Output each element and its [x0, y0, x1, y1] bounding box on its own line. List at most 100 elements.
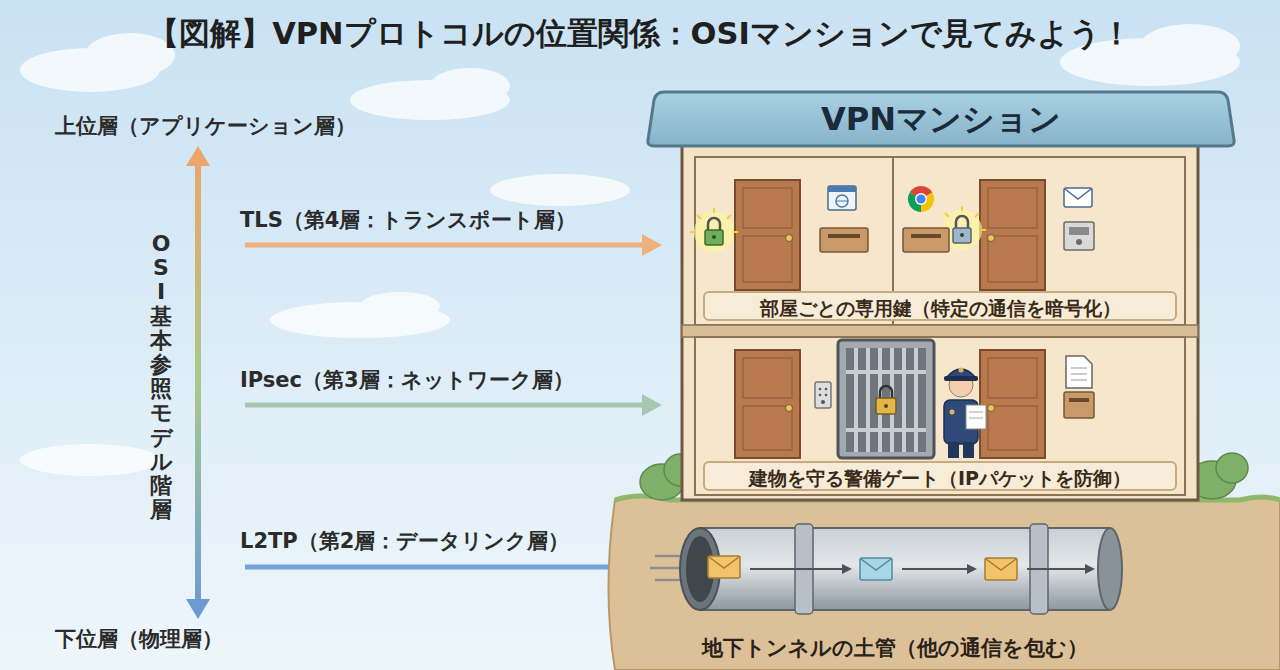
flow-arrow: [750, 564, 1095, 574]
door: [988, 406, 1037, 450]
intercom: [825, 388, 828, 391]
mailbox: [1064, 222, 1094, 250]
door: [980, 180, 1045, 290]
cloud: [1140, 24, 1240, 68]
door: [735, 350, 800, 458]
security-gate: [846, 428, 926, 432]
mailbox: [820, 228, 868, 252]
browser-icon: [836, 195, 848, 207]
mailbox: [1064, 392, 1094, 418]
apartment-building: VPNマンション部屋ごとの専用鍵（特定の通信を暗号化）建物を守る警備ゲート（IP…: [650, 92, 1232, 498]
security-gate: [846, 348, 926, 452]
intercom: [815, 382, 831, 408]
browser-icon: [828, 186, 856, 210]
tunnel-box: 地下トンネルの土管（他の通信を包む）: [660, 520, 1130, 668]
layer-pointer-arrow: [642, 234, 662, 256]
security-guard: [966, 405, 986, 429]
security-guard: [959, 368, 964, 373]
padlock-icon: [733, 231, 738, 233]
browser-icon: [828, 186, 856, 210]
browser-icon: [836, 201, 848, 202]
building-body: [682, 142, 1198, 500]
padlock-icon: [938, 206, 986, 230]
padlock-icon: [694, 212, 734, 252]
padlock-icon: [956, 216, 968, 228]
mailbox: [1064, 222, 1094, 250]
tunnel-box-text: 地下トンネルの土管（他の通信を包む）: [660, 634, 1130, 662]
security-guard: [950, 410, 955, 415]
security-gate: [876, 398, 896, 414]
building-body: [682, 325, 1198, 337]
security-guard: [969, 412, 983, 413]
diagram-title: 【図解】VPNプロトコルの位置関係：OSIマンションで見てみよう！: [0, 14, 1280, 55]
envelope: [708, 556, 740, 578]
envelope: [860, 558, 892, 580]
mailbox: [1064, 392, 1094, 418]
padlock-icon: [697, 215, 701, 219]
building-body: [695, 337, 1185, 495]
security-gate: [854, 348, 858, 452]
intercom: [819, 388, 822, 391]
mailbox: [828, 234, 860, 238]
security-guard: [948, 442, 959, 458]
envelope: [860, 558, 892, 580]
building-roof: [648, 92, 1234, 146]
door: [743, 236, 792, 282]
padlock-icon: [945, 213, 949, 217]
layer-pointer-arrow: [245, 234, 662, 578]
building-roof: [648, 92, 1234, 146]
padlock-icon: [705, 230, 723, 245]
mail-icon: [1064, 188, 1092, 207]
intercom: [815, 382, 831, 408]
document-icon: [1066, 356, 1092, 388]
layer-pointer-arrow: [245, 403, 645, 408]
layer-axis-arrow: [186, 146, 210, 619]
padlock-icon: [727, 215, 731, 219]
intercom: [825, 394, 828, 397]
cloud: [360, 292, 440, 320]
door: [735, 350, 800, 458]
cloud: [430, 68, 510, 104]
protocol-label: IPsec（第3層：ネットワーク層）: [240, 366, 574, 394]
document-icon: [1071, 374, 1087, 375]
tunnel-pipe: [650, 567, 682, 570]
security-gate: [914, 348, 918, 452]
layer-pointer-arrow: [245, 243, 645, 248]
mail-icon: [1065, 189, 1091, 199]
tunnel-pipe: [655, 579, 682, 582]
intercom: [821, 400, 825, 404]
padlock-icon: [981, 229, 986, 231]
security-guard: [963, 442, 974, 458]
security-gate: [902, 348, 906, 452]
floor-panel: 建物を守る警備ゲート（IPパケットを防御）: [695, 337, 1185, 495]
mailbox: [903, 228, 949, 252]
door: [743, 358, 792, 398]
axis-title: OSI基本参照モデル階層: [150, 232, 172, 522]
intercom: [819, 394, 822, 397]
flow-arrow: [967, 564, 977, 574]
padlock-icon: [953, 228, 971, 243]
ground-soil: [609, 496, 1280, 670]
mailbox: [820, 228, 868, 252]
tunnel-pipe: [655, 555, 682, 558]
envelope: [861, 559, 891, 570]
document-icon: [1071, 380, 1087, 381]
layer-pointer-arrow: [245, 565, 645, 570]
envelope: [708, 556, 1017, 580]
building-body: [695, 157, 1185, 325]
tunnel-pipe: [1098, 528, 1122, 610]
padlock-icon: [690, 208, 738, 232]
padlock-icon: [712, 235, 716, 239]
door: [980, 180, 1045, 290]
chrome-icon: [915, 193, 927, 205]
envelope: [985, 558, 1017, 580]
padlock-icon: [708, 218, 720, 230]
flow-arrow: [1085, 564, 1095, 574]
mailbox: [903, 228, 949, 252]
mailbox: [1069, 227, 1089, 235]
door: [743, 188, 792, 228]
security-gate: [838, 340, 934, 458]
padlock-icon: [961, 206, 963, 211]
